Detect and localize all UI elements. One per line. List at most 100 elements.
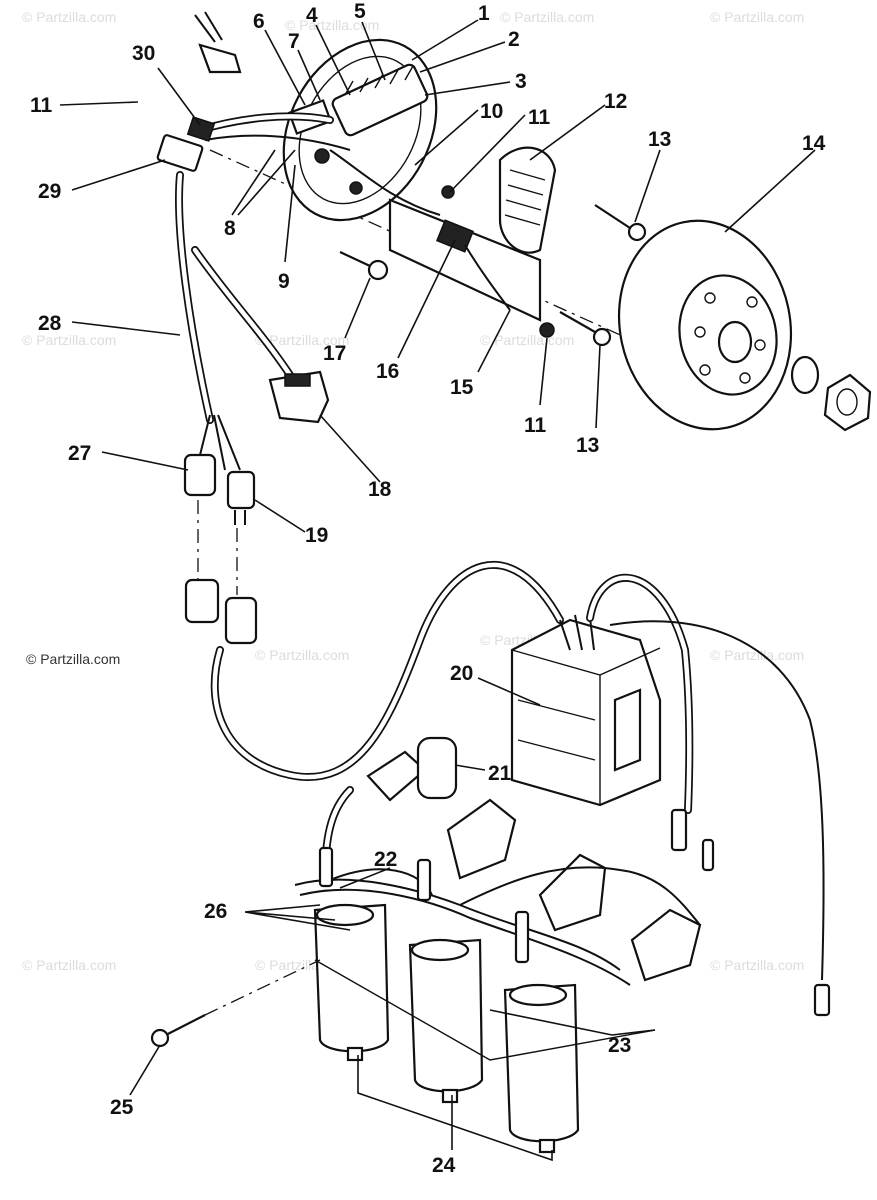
- leader-29: [71, 159, 166, 191]
- callout-25: 25: [110, 1096, 134, 1119]
- callout-12: 12: [604, 90, 627, 113]
- cdi-wires: [559, 614, 595, 651]
- leader-9: [284, 164, 296, 263]
- ground-terminal: [813, 983, 831, 1017]
- callout-23: 23: [608, 1034, 631, 1057]
- plug-boot: [366, 750, 427, 802]
- callout-4: 4: [306, 4, 318, 27]
- leader-11a: [59, 101, 139, 106]
- coil-boot: [508, 983, 568, 1007]
- ground-wire: [609, 620, 825, 981]
- mount-guide: [314, 959, 656, 1061]
- hub-hole: [694, 326, 706, 338]
- callout-14: 14: [802, 132, 826, 155]
- watermark-text: © Partzilla.com: [710, 957, 804, 973]
- stator-coils: [331, 63, 429, 137]
- watermark-text: © Partzilla.com: [22, 9, 116, 25]
- mount-bracket: [388, 198, 542, 322]
- callout-9: 9: [278, 270, 290, 293]
- screw-shaft-13b: [559, 311, 596, 333]
- coil-bracket: [538, 853, 607, 932]
- cap-wire: [194, 14, 216, 43]
- harness-wire-inner: [192, 247, 293, 378]
- ignition-coil-1: [313, 903, 390, 1053]
- screw-head-13b: [592, 327, 612, 347]
- leader-16: [397, 239, 456, 359]
- mating-connector: [184, 578, 220, 624]
- leader-19: [254, 499, 306, 533]
- coil-boot: [410, 938, 470, 962]
- main-harness: [175, 171, 564, 781]
- lighting-coil: [498, 146, 557, 254]
- hub-hole: [704, 292, 716, 304]
- copyright-text: © Partzilla.com: [26, 651, 120, 667]
- coil-wiring: [459, 866, 701, 926]
- callout-10: 10: [480, 100, 503, 123]
- callout-5: 5: [354, 0, 366, 23]
- watermark-text: © Partzilla.com: [500, 9, 594, 25]
- watermark-text: © Partzilla.com: [710, 647, 804, 663]
- watermark-layer: © Partzilla.com © Partzilla.com © Partzi…: [22, 9, 804, 973]
- leader-20: [477, 677, 541, 706]
- callout-7: 7: [288, 30, 300, 53]
- callout-labels: 1 2 3 4 5 6 7 8 9 10 11 11 11 12 13 13 1…: [30, 0, 826, 1177]
- screw-guide: [204, 959, 321, 1016]
- watermark-text: © Partzilla.com: [255, 647, 349, 663]
- coil-screw-head: [150, 1028, 170, 1048]
- leader-10: [414, 109, 479, 166]
- hub-hole: [754, 339, 766, 351]
- leader-21: [454, 764, 486, 771]
- cdi-box: [510, 573, 831, 1017]
- leader-5: [361, 21, 386, 81]
- watermark-text: © Partzilla.com: [255, 332, 349, 348]
- leader-7: [297, 49, 321, 101]
- cdi-harness-inner: [212, 562, 563, 780]
- callout-11: 11: [528, 106, 551, 129]
- callout-11: 11: [524, 414, 547, 437]
- callout-16: 16: [376, 360, 399, 383]
- screw-head-13a: [627, 222, 647, 242]
- callout-6: 6: [253, 10, 265, 33]
- callout-11: 11: [30, 94, 53, 117]
- harness-wire-28: [175, 171, 214, 424]
- coil-screw: [441, 185, 455, 199]
- leader-4: [315, 24, 351, 96]
- screw-shaft-17: [339, 251, 371, 267]
- leader-17: [344, 277, 371, 339]
- callout-22: 22: [374, 848, 397, 871]
- connector-pins: [234, 510, 246, 525]
- cdi-ribs: [517, 699, 596, 761]
- coil-bracket: [446, 798, 517, 880]
- callout-26: 26: [204, 900, 227, 923]
- hub-hole: [746, 296, 758, 308]
- coil-terminal: [346, 1046, 364, 1062]
- ignition-coils: [150, 798, 702, 1154]
- callout-2: 2: [508, 28, 520, 51]
- flywheel: [617, 219, 872, 432]
- bullet-connector: [701, 838, 715, 872]
- callout-18: 18: [368, 478, 392, 501]
- harness-clamp: [186, 116, 216, 142]
- callout-1: 1: [478, 2, 490, 25]
- coil-windings: [344, 65, 414, 96]
- hub-hole: [739, 372, 751, 384]
- ignition-coil-2: [408, 938, 484, 1093]
- plug-cap: [416, 736, 458, 800]
- leader-26: [244, 904, 351, 931]
- sensor-bracket-assembly: [388, 146, 557, 338]
- leader-12: [529, 104, 606, 161]
- leader-23: [489, 1009, 656, 1036]
- charge-coil: [435, 219, 475, 253]
- harness-connector: [156, 134, 204, 172]
- callout-8: 8: [224, 217, 236, 240]
- connection-guide: [197, 500, 238, 595]
- leader-lines: [59, 19, 816, 1162]
- leader-28: [71, 321, 181, 336]
- leader-6: [264, 29, 306, 106]
- harness-wire-28-inner: [176, 172, 213, 423]
- callout-29: 29: [38, 180, 61, 203]
- plate-screw: [349, 181, 363, 195]
- coil-bracket: [630, 908, 702, 982]
- leader-2: [419, 41, 506, 73]
- leader-13a: [634, 149, 661, 223]
